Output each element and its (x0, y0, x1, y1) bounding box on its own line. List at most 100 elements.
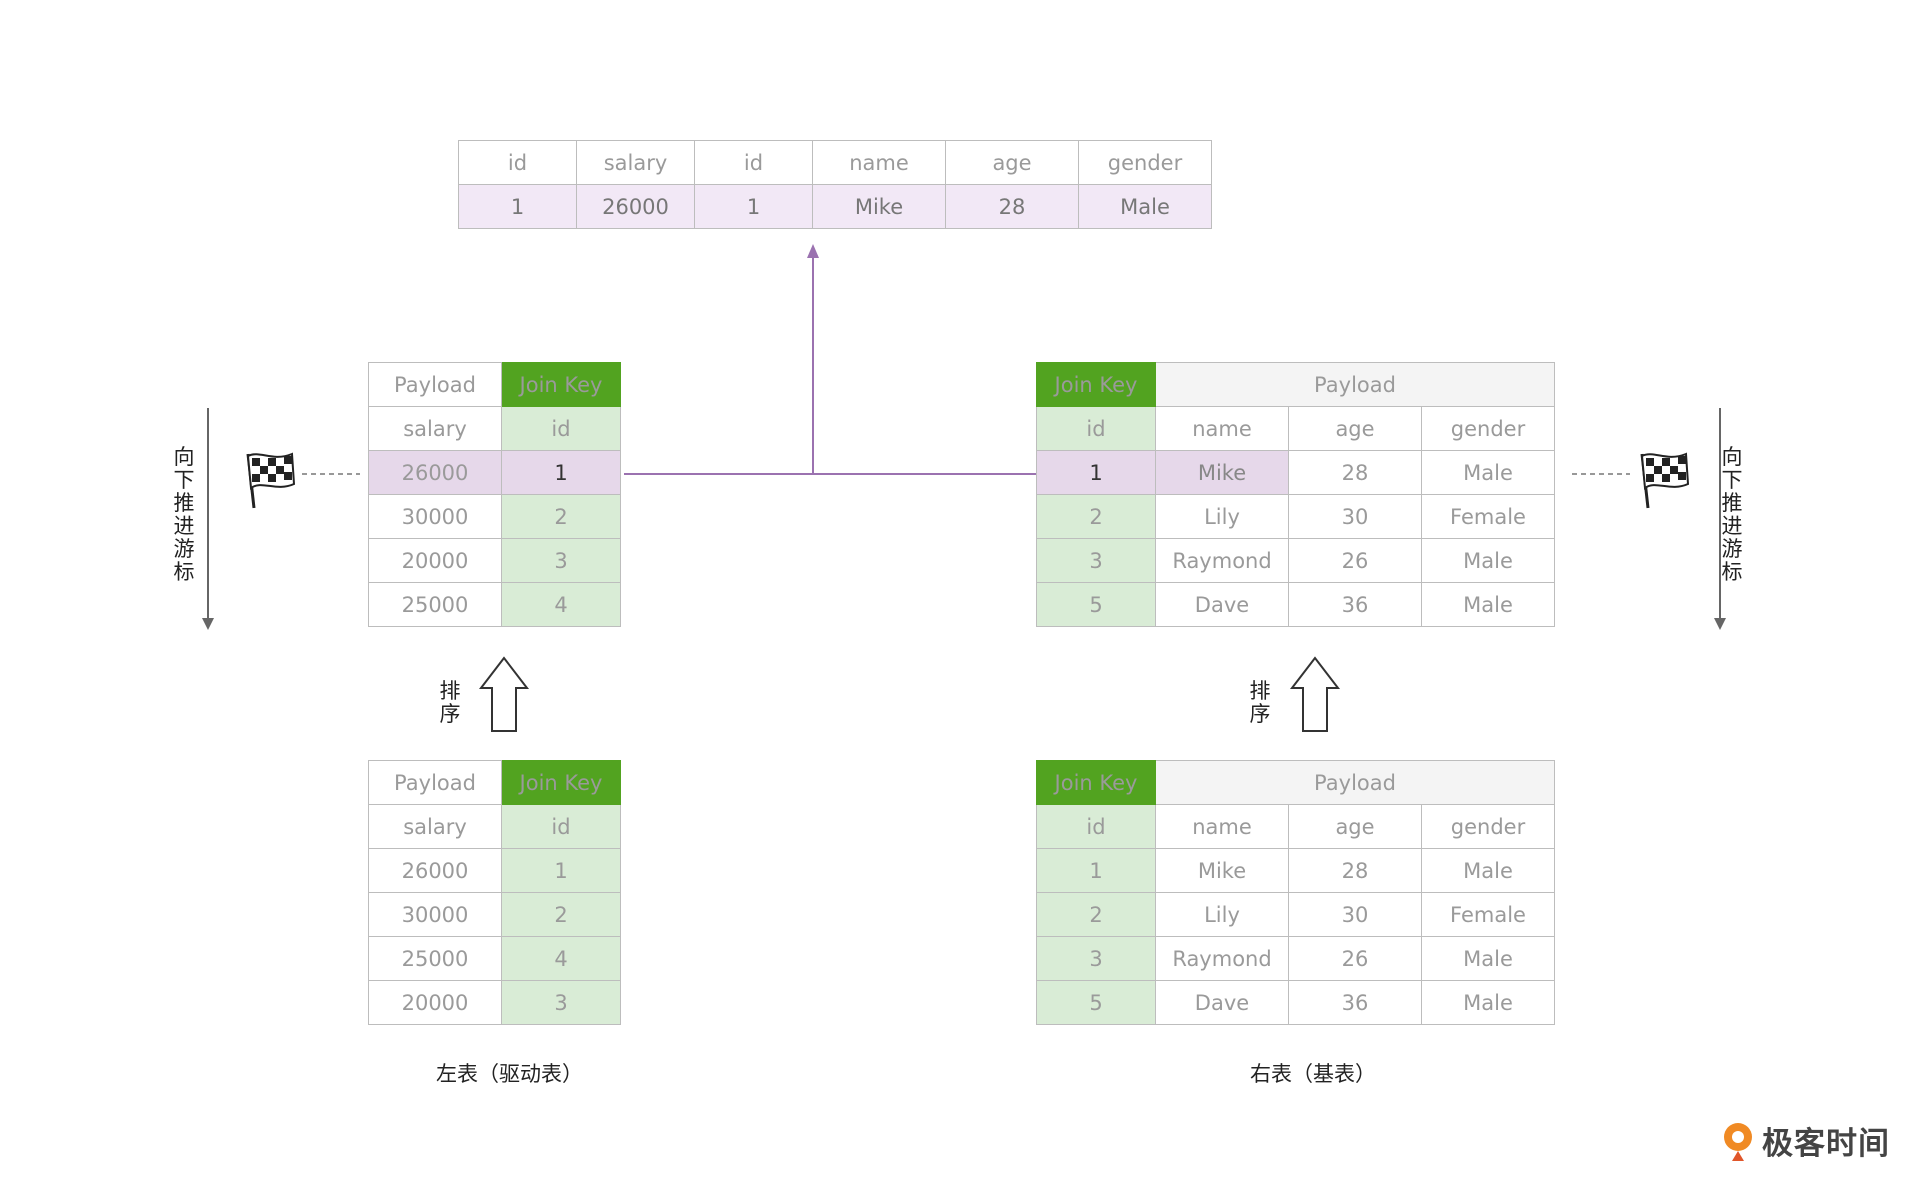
table-cell: 30 (1288, 494, 1422, 539)
left-cursor-down-arrow (202, 408, 214, 630)
table-cell: Male (1421, 450, 1555, 495)
sort-label-char: 序 (1249, 702, 1271, 726)
table-cell: 26 (1288, 538, 1422, 583)
result-header-cell: age (945, 140, 1079, 185)
right-sorted-table: Join Key Payload id name age gender 1 Mi… (1036, 362, 1555, 627)
table-row: 20000 3 (368, 980, 621, 1025)
join-key-header: Join Key (1036, 760, 1156, 805)
table-cell: 3 (501, 980, 621, 1025)
join-connector (624, 244, 1036, 475)
table-cell: Female (1421, 494, 1555, 539)
table-cell: 25000 (368, 582, 502, 627)
table-cell: Male (1421, 936, 1555, 981)
table-cell: 20000 (368, 538, 502, 583)
right-sort-label: 排 序 (1248, 680, 1272, 726)
column-name-cell: age (1288, 804, 1422, 849)
table-row: 2 Lily 30 Female (1036, 892, 1555, 937)
right-cursor-label: 向 下 推 进 游 标 (1720, 446, 1744, 584)
table-row: 20000 3 (368, 538, 621, 583)
table-cell: 1 (501, 848, 621, 893)
result-data-row: 1 26000 1 Mike 28 Male (458, 184, 1212, 229)
cursor-label-char: 下 (173, 468, 195, 492)
left-original-table: Payload Join Key salary id 26000 1 30000… (368, 760, 621, 1025)
table-cell: Raymond (1155, 538, 1289, 583)
table-cell: 30000 (368, 494, 502, 539)
cursor-label-char: 标 (1721, 560, 1743, 584)
cursor-label-char: 推 (1721, 491, 1743, 515)
payload-header: Payload (368, 760, 502, 805)
table-cell: Female (1421, 892, 1555, 937)
table-row: 3 Raymond 26 Male (1036, 538, 1555, 583)
table-cell: 26000 (368, 450, 502, 495)
table-cell: 28 (1288, 450, 1422, 495)
column-name-cell: name (1155, 406, 1289, 451)
payload-header: Payload (368, 362, 502, 407)
result-header-row: id salary id name age gender (458, 140, 1212, 185)
sort-label-char: 序 (439, 702, 461, 726)
join-key-header: Join Key (1036, 362, 1156, 407)
table-cell: Lily (1155, 494, 1289, 539)
cursor-label-char: 进 (1721, 514, 1743, 538)
cursor-label-char: 推 (173, 491, 195, 515)
table-cell: 2 (501, 494, 621, 539)
column-name-cell: gender (1421, 406, 1555, 451)
table-cell: 20000 (368, 980, 502, 1025)
join-key-header: Join Key (501, 362, 621, 407)
join-result-table: id salary id name age gender 1 26000 1 M… (458, 140, 1212, 229)
column-name-cell: id (501, 406, 621, 451)
table-cell: Dave (1155, 980, 1289, 1025)
checkered-flag-icon (246, 452, 296, 509)
table-cell: 1 (1036, 848, 1156, 893)
table-cell: 2 (501, 892, 621, 937)
table-row: 25000 4 (368, 582, 621, 627)
left-cursor-label: 向 下 推 进 游 标 (172, 446, 196, 584)
cursor-label-char: 向 (1721, 445, 1743, 469)
payload-header: Payload (1155, 362, 1555, 407)
result-cell: 1 (694, 184, 813, 229)
table-cell: Dave (1155, 582, 1289, 627)
table-cell: Mike (1155, 848, 1289, 893)
table-cell: 2 (1036, 494, 1156, 539)
result-header-cell: id (694, 140, 813, 185)
result-header-cell: salary (576, 140, 695, 185)
payload-header: Payload (1155, 760, 1555, 805)
table-cell: 3 (1036, 538, 1156, 583)
sort-label-char: 排 (439, 679, 461, 703)
table-cell: 5 (1036, 582, 1156, 627)
column-name-cell: name (1155, 804, 1289, 849)
table-row: 1 Mike 28 Male (1036, 848, 1555, 893)
table-cell: 3 (1036, 936, 1156, 981)
up-arrow-icon (1289, 656, 1341, 732)
table-row: 30000 2 (368, 892, 621, 937)
column-name-cell: id (501, 804, 621, 849)
table-cell: Lily (1155, 892, 1289, 937)
cursor-label-char: 游 (173, 537, 195, 561)
table-row: 30000 2 (368, 494, 621, 539)
brand-logo: 极客时间 (1720, 1118, 1890, 1163)
result-cell: 28 (945, 184, 1079, 229)
table-cell: 30000 (368, 892, 502, 937)
column-name-cell: id (1036, 804, 1156, 849)
column-name-cell: salary (368, 804, 502, 849)
cursor-label-char: 标 (173, 560, 195, 584)
column-name-cell: salary (368, 406, 502, 451)
cursor-label-char: 游 (1721, 537, 1743, 561)
table-row: 26000 1 (368, 848, 621, 893)
table-row: 26000 1 (368, 450, 621, 495)
cursor-label-char: 下 (1721, 468, 1743, 492)
column-name-cell: id (1036, 406, 1156, 451)
left-sorted-table: Payload Join Key salary id 26000 1 30000… (368, 362, 621, 627)
table-cell: 1 (1036, 450, 1156, 495)
table-cell: Male (1421, 980, 1555, 1025)
table-row: 25000 4 (368, 936, 621, 981)
result-header-cell: gender (1078, 140, 1212, 185)
table-cell: 4 (501, 936, 621, 981)
table-cell: 3 (501, 538, 621, 583)
column-name-cell: age (1288, 406, 1422, 451)
geektime-logo-icon (1724, 1122, 1752, 1161)
result-header-cell: id (458, 140, 577, 185)
table-cell: Male (1421, 848, 1555, 893)
table-cell: 36 (1288, 980, 1422, 1025)
table-cell: 2 (1036, 892, 1156, 937)
